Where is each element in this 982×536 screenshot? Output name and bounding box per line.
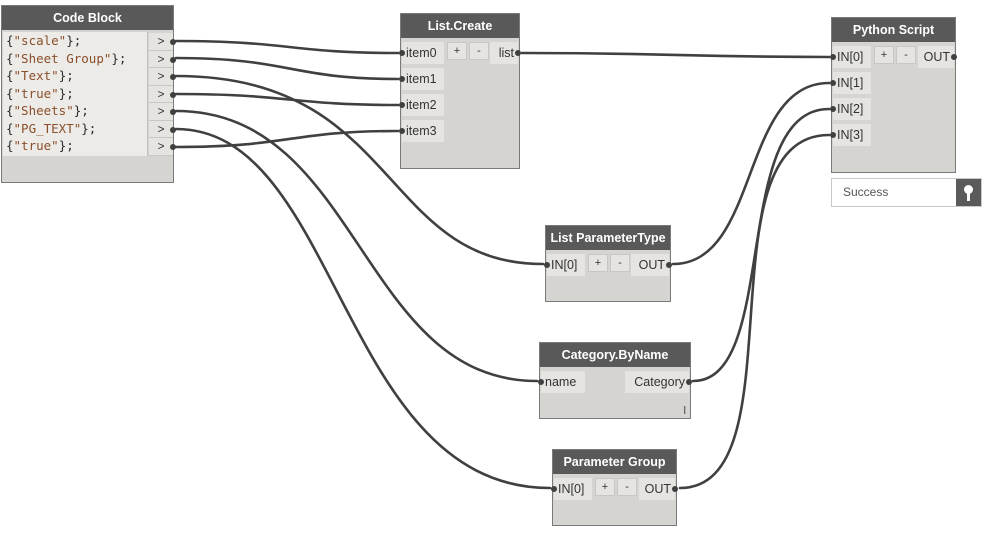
output-port-out[interactable]: OUT xyxy=(631,254,672,276)
code-line[interactable]: {"PG_TEXT"}; xyxy=(3,120,147,138)
list-parameter-type-node[interactable]: List ParameterType IN[0] + - OUT xyxy=(544,225,672,302)
code-output-port[interactable]: > xyxy=(149,85,176,103)
add-input-button[interactable]: + xyxy=(447,42,467,60)
input-port-item1[interactable]: item1 xyxy=(399,68,444,90)
remove-input-button[interactable]: - xyxy=(610,254,630,272)
input-port-item0[interactable]: item0 xyxy=(399,42,444,64)
input-port-name[interactable]: name xyxy=(538,371,585,393)
python-status-bar: Success xyxy=(831,178,982,207)
category-by-name-title: Category.ByName xyxy=(540,343,690,367)
input-port-in3[interactable]: IN[3] xyxy=(830,124,871,146)
list-parameter-type-title: List ParameterType xyxy=(546,226,670,250)
output-port-list[interactable]: list xyxy=(490,42,521,64)
code-string: "Sheets" xyxy=(13,103,74,118)
code-string: "true" xyxy=(13,85,59,101)
code-string: "scale" xyxy=(13,33,67,48)
input-port-in0[interactable]: IN[0] xyxy=(551,478,592,500)
wire-code-line3-to-item2[interactable] xyxy=(174,92,400,107)
wire-list-to-python-in0[interactable] xyxy=(520,51,831,59)
wire-code-line5-to-parametergroup[interactable] xyxy=(174,127,552,490)
output-port-out[interactable]: OUT xyxy=(918,46,957,68)
wire-code-line6-to-item3[interactable] xyxy=(174,129,400,149)
close-brace: }; xyxy=(58,68,74,83)
python-script-node[interactable]: Python Script IN[0] IN[1] IN[2] IN[3] + … xyxy=(830,17,957,173)
code-output-port[interactable]: > xyxy=(149,50,176,68)
add-input-button[interactable]: + xyxy=(595,478,615,496)
close-brace: }; xyxy=(66,33,82,48)
code-line[interactable]: {"scale"}; xyxy=(3,32,147,50)
close-brace: }; xyxy=(111,50,127,66)
code-block-node[interactable]: Code Block {"scale"}; {"Sheet Group"}; {… xyxy=(1,5,176,183)
parameter-group-title: Parameter Group xyxy=(553,450,676,474)
python-script-title: Python Script xyxy=(832,18,955,42)
input-port-in0[interactable]: IN[0] xyxy=(544,254,585,276)
wire-parametergroup-to-python-in3[interactable] xyxy=(678,133,831,490)
code-output-port[interactable]: > xyxy=(149,33,176,51)
code-output-port[interactable]: > xyxy=(149,103,176,121)
status-text: Success xyxy=(843,185,889,199)
open-brace: { xyxy=(6,103,14,118)
input-port-item3[interactable]: item3 xyxy=(399,120,444,142)
open-brace: { xyxy=(6,33,14,48)
category-by-name-node[interactable]: Category.ByName name Category l xyxy=(538,342,692,419)
close-brace: }; xyxy=(58,85,74,101)
remove-input-button[interactable]: - xyxy=(469,42,489,60)
remove-input-button[interactable]: - xyxy=(617,478,637,496)
code-line[interactable]: {"true"}; xyxy=(3,137,147,155)
code-string: "true" xyxy=(13,138,59,153)
remove-input-button[interactable]: - xyxy=(896,46,916,64)
close-brace: }; xyxy=(73,103,89,118)
code-string: "Sheet Group" xyxy=(13,50,112,66)
parameter-group-node[interactable]: Parameter Group IN[0] + - OUT xyxy=(551,449,678,526)
code-line[interactable]: {"Sheets"}; xyxy=(3,102,147,120)
list-create-title: List.Create xyxy=(401,14,519,38)
wire-category-to-python-in2[interactable] xyxy=(691,107,831,383)
wire-code-line1-to-item1[interactable] xyxy=(174,56,400,81)
close-brace: }; xyxy=(81,120,97,136)
list-create-node[interactable]: List.Create item0 item1 item2 item3 + - … xyxy=(399,13,521,169)
add-input-button[interactable]: + xyxy=(874,46,894,64)
input-port-in1[interactable]: IN[1] xyxy=(830,72,871,94)
code-editor[interactable]: {"scale"}; {"Sheet Group"}; {"Text"}; {"… xyxy=(3,32,148,156)
code-line[interactable]: {"true"}; xyxy=(3,85,147,103)
open-brace: { xyxy=(6,120,14,136)
open-brace: { xyxy=(6,50,14,66)
input-port-item2[interactable]: item2 xyxy=(399,94,444,116)
code-string: "PG_TEXT" xyxy=(13,120,82,136)
wire-code-line0-to-item0[interactable] xyxy=(174,39,400,55)
code-line[interactable]: {"Sheet Group"}; xyxy=(3,50,147,68)
add-input-button[interactable]: + xyxy=(588,254,608,272)
code-line[interactable]: {"Text"}; xyxy=(3,67,147,85)
code-output-port[interactable]: > xyxy=(149,138,176,156)
code-output-port[interactable]: > xyxy=(149,120,176,138)
input-port-in0[interactable]: IN[0] xyxy=(830,46,871,68)
open-brace: { xyxy=(6,85,14,101)
output-port-category[interactable]: Category xyxy=(625,371,692,393)
code-block-title: Code Block xyxy=(2,6,173,30)
open-brace: { xyxy=(6,138,14,153)
open-brace: { xyxy=(6,68,14,83)
wire-listparametertype-to-python-in1[interactable] xyxy=(671,81,831,266)
lacing-indicator[interactable]: l xyxy=(683,405,686,417)
code-output-port[interactable]: > xyxy=(149,68,176,86)
close-brace: }; xyxy=(58,138,74,153)
pin-icon[interactable] xyxy=(956,179,981,206)
output-port-out[interactable]: OUT xyxy=(639,478,678,500)
code-string: "Text" xyxy=(13,68,59,83)
input-port-in2[interactable]: IN[2] xyxy=(830,98,871,120)
